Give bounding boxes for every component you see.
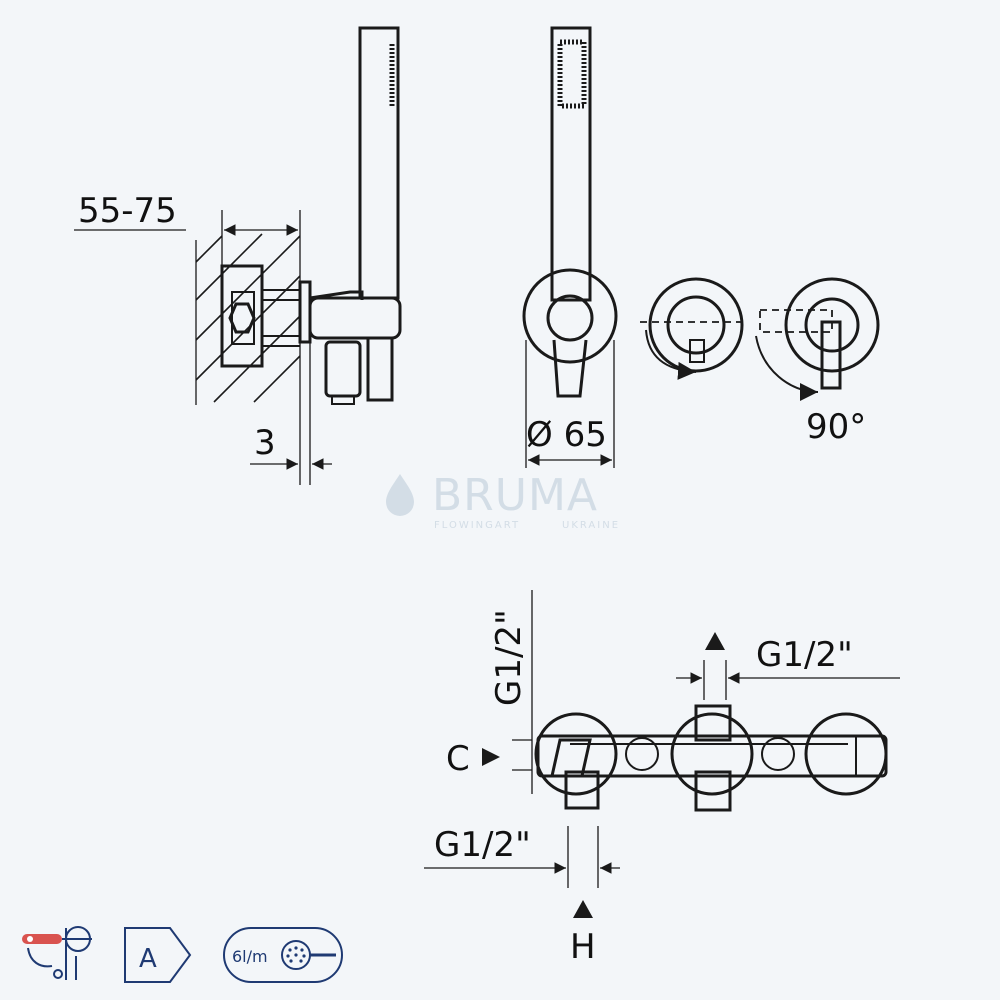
hose-connector (324, 340, 362, 398)
energy-class-label: A (139, 944, 157, 974)
rotation-angle-label: 90° (806, 407, 866, 447)
thermostatic-feature-icon (22, 926, 92, 980)
mixer-lever-side (366, 336, 394, 402)
side-view: 55-75 3 (74, 26, 402, 485)
watermark-tagline: FLOWINGART (434, 520, 520, 531)
flow-rate-label: 6l/m (232, 947, 268, 966)
cold-arrow-icon (482, 748, 500, 766)
front-lever (552, 339, 588, 398)
rosette-right (804, 712, 888, 796)
rotation-view-left (640, 277, 744, 380)
center-inlet (694, 770, 732, 812)
hand-shower-front (550, 26, 592, 302)
spray-holes-front (557, 39, 587, 109)
top-outlet (694, 704, 732, 742)
vertical-thread-label: G1/2" (489, 609, 529, 706)
depth-dimension: 55-75 (78, 191, 177, 231)
brand-watermark: BRUMA FLOWINGART UKRAINE (386, 470, 620, 531)
cold-inlet-label: C (446, 739, 470, 779)
watermark-region: UKRAINE (562, 520, 620, 531)
front-view: Ø 65 (522, 26, 618, 468)
gap-dimension: 3 (254, 423, 276, 463)
hex-nut (228, 302, 256, 334)
rosette-center (670, 712, 754, 796)
rosette-left (534, 712, 618, 796)
shower-holder (308, 296, 402, 340)
water-drop-logo-icon (386, 474, 414, 516)
bottom-thread-label: G1/2" (434, 825, 531, 865)
energy-class-badge: A (124, 927, 192, 983)
watermark-brand: BRUMA (432, 470, 598, 521)
wall-hatch (195, 233, 301, 405)
diameter-dimension: Ø 65 (526, 415, 607, 455)
plan-view: G1/2" G1/2" C G1/2" H (424, 590, 900, 967)
top-thread-label: G1/2" (756, 635, 853, 675)
flow-rate-badge: 6l/m (223, 927, 343, 983)
rotation-view-right: 90° (755, 277, 880, 447)
hot-arrow-icon (573, 900, 593, 918)
holder-ring (546, 294, 594, 342)
mixer-bar (536, 734, 888, 778)
outlet-arrow-icon (705, 632, 725, 650)
hot-inlet-label: H (570, 927, 596, 967)
wall-rosette (522, 268, 618, 364)
